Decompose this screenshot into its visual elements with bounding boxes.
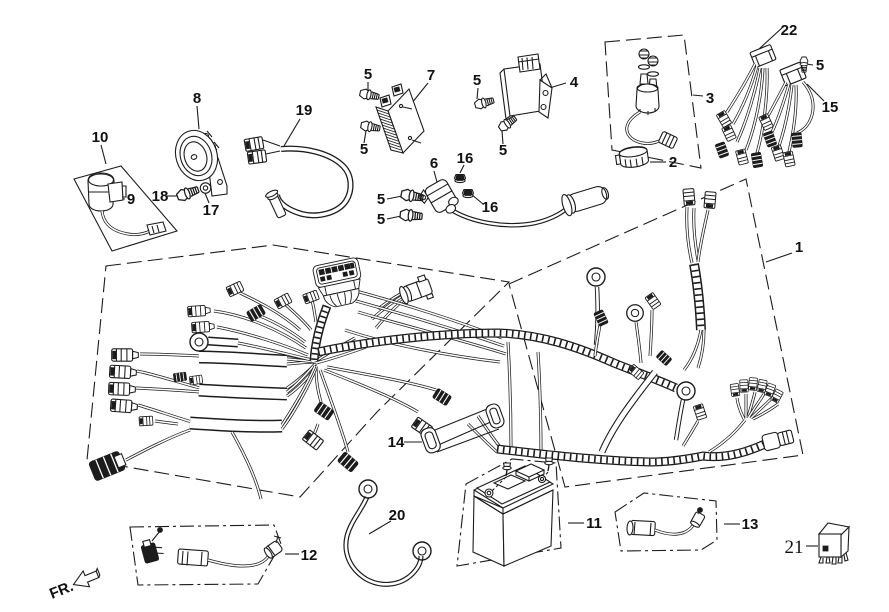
svg-text:5: 5 xyxy=(473,72,481,89)
svg-text:14: 14 xyxy=(388,434,405,451)
svg-text:21: 21 xyxy=(785,537,804,558)
svg-text:9: 9 xyxy=(127,191,135,208)
svg-text:16: 16 xyxy=(457,150,474,167)
svg-text:12: 12 xyxy=(301,547,318,564)
svg-text:5: 5 xyxy=(360,141,368,158)
svg-text:5: 5 xyxy=(364,66,372,83)
svg-text:8: 8 xyxy=(193,90,201,107)
svg-text:5: 5 xyxy=(377,191,385,208)
svg-text:6: 6 xyxy=(430,155,438,172)
svg-text:11: 11 xyxy=(586,515,602,532)
svg-text:5: 5 xyxy=(377,211,385,228)
svg-text:22: 22 xyxy=(781,22,798,39)
svg-text:5: 5 xyxy=(499,142,507,159)
svg-text:15: 15 xyxy=(822,99,839,116)
svg-text:17: 17 xyxy=(203,202,220,219)
svg-text:7: 7 xyxy=(427,67,435,84)
svg-text:10: 10 xyxy=(92,129,109,146)
svg-text:4: 4 xyxy=(570,74,579,91)
svg-text:2: 2 xyxy=(669,154,677,171)
svg-text:16: 16 xyxy=(482,199,499,216)
svg-text:5: 5 xyxy=(816,57,824,74)
svg-text:13: 13 xyxy=(742,516,759,533)
svg-text:3: 3 xyxy=(706,90,714,107)
svg-text:20: 20 xyxy=(389,507,406,524)
svg-text:1: 1 xyxy=(795,239,803,256)
svg-text:18: 18 xyxy=(152,188,169,205)
svg-text:19: 19 xyxy=(296,102,313,119)
